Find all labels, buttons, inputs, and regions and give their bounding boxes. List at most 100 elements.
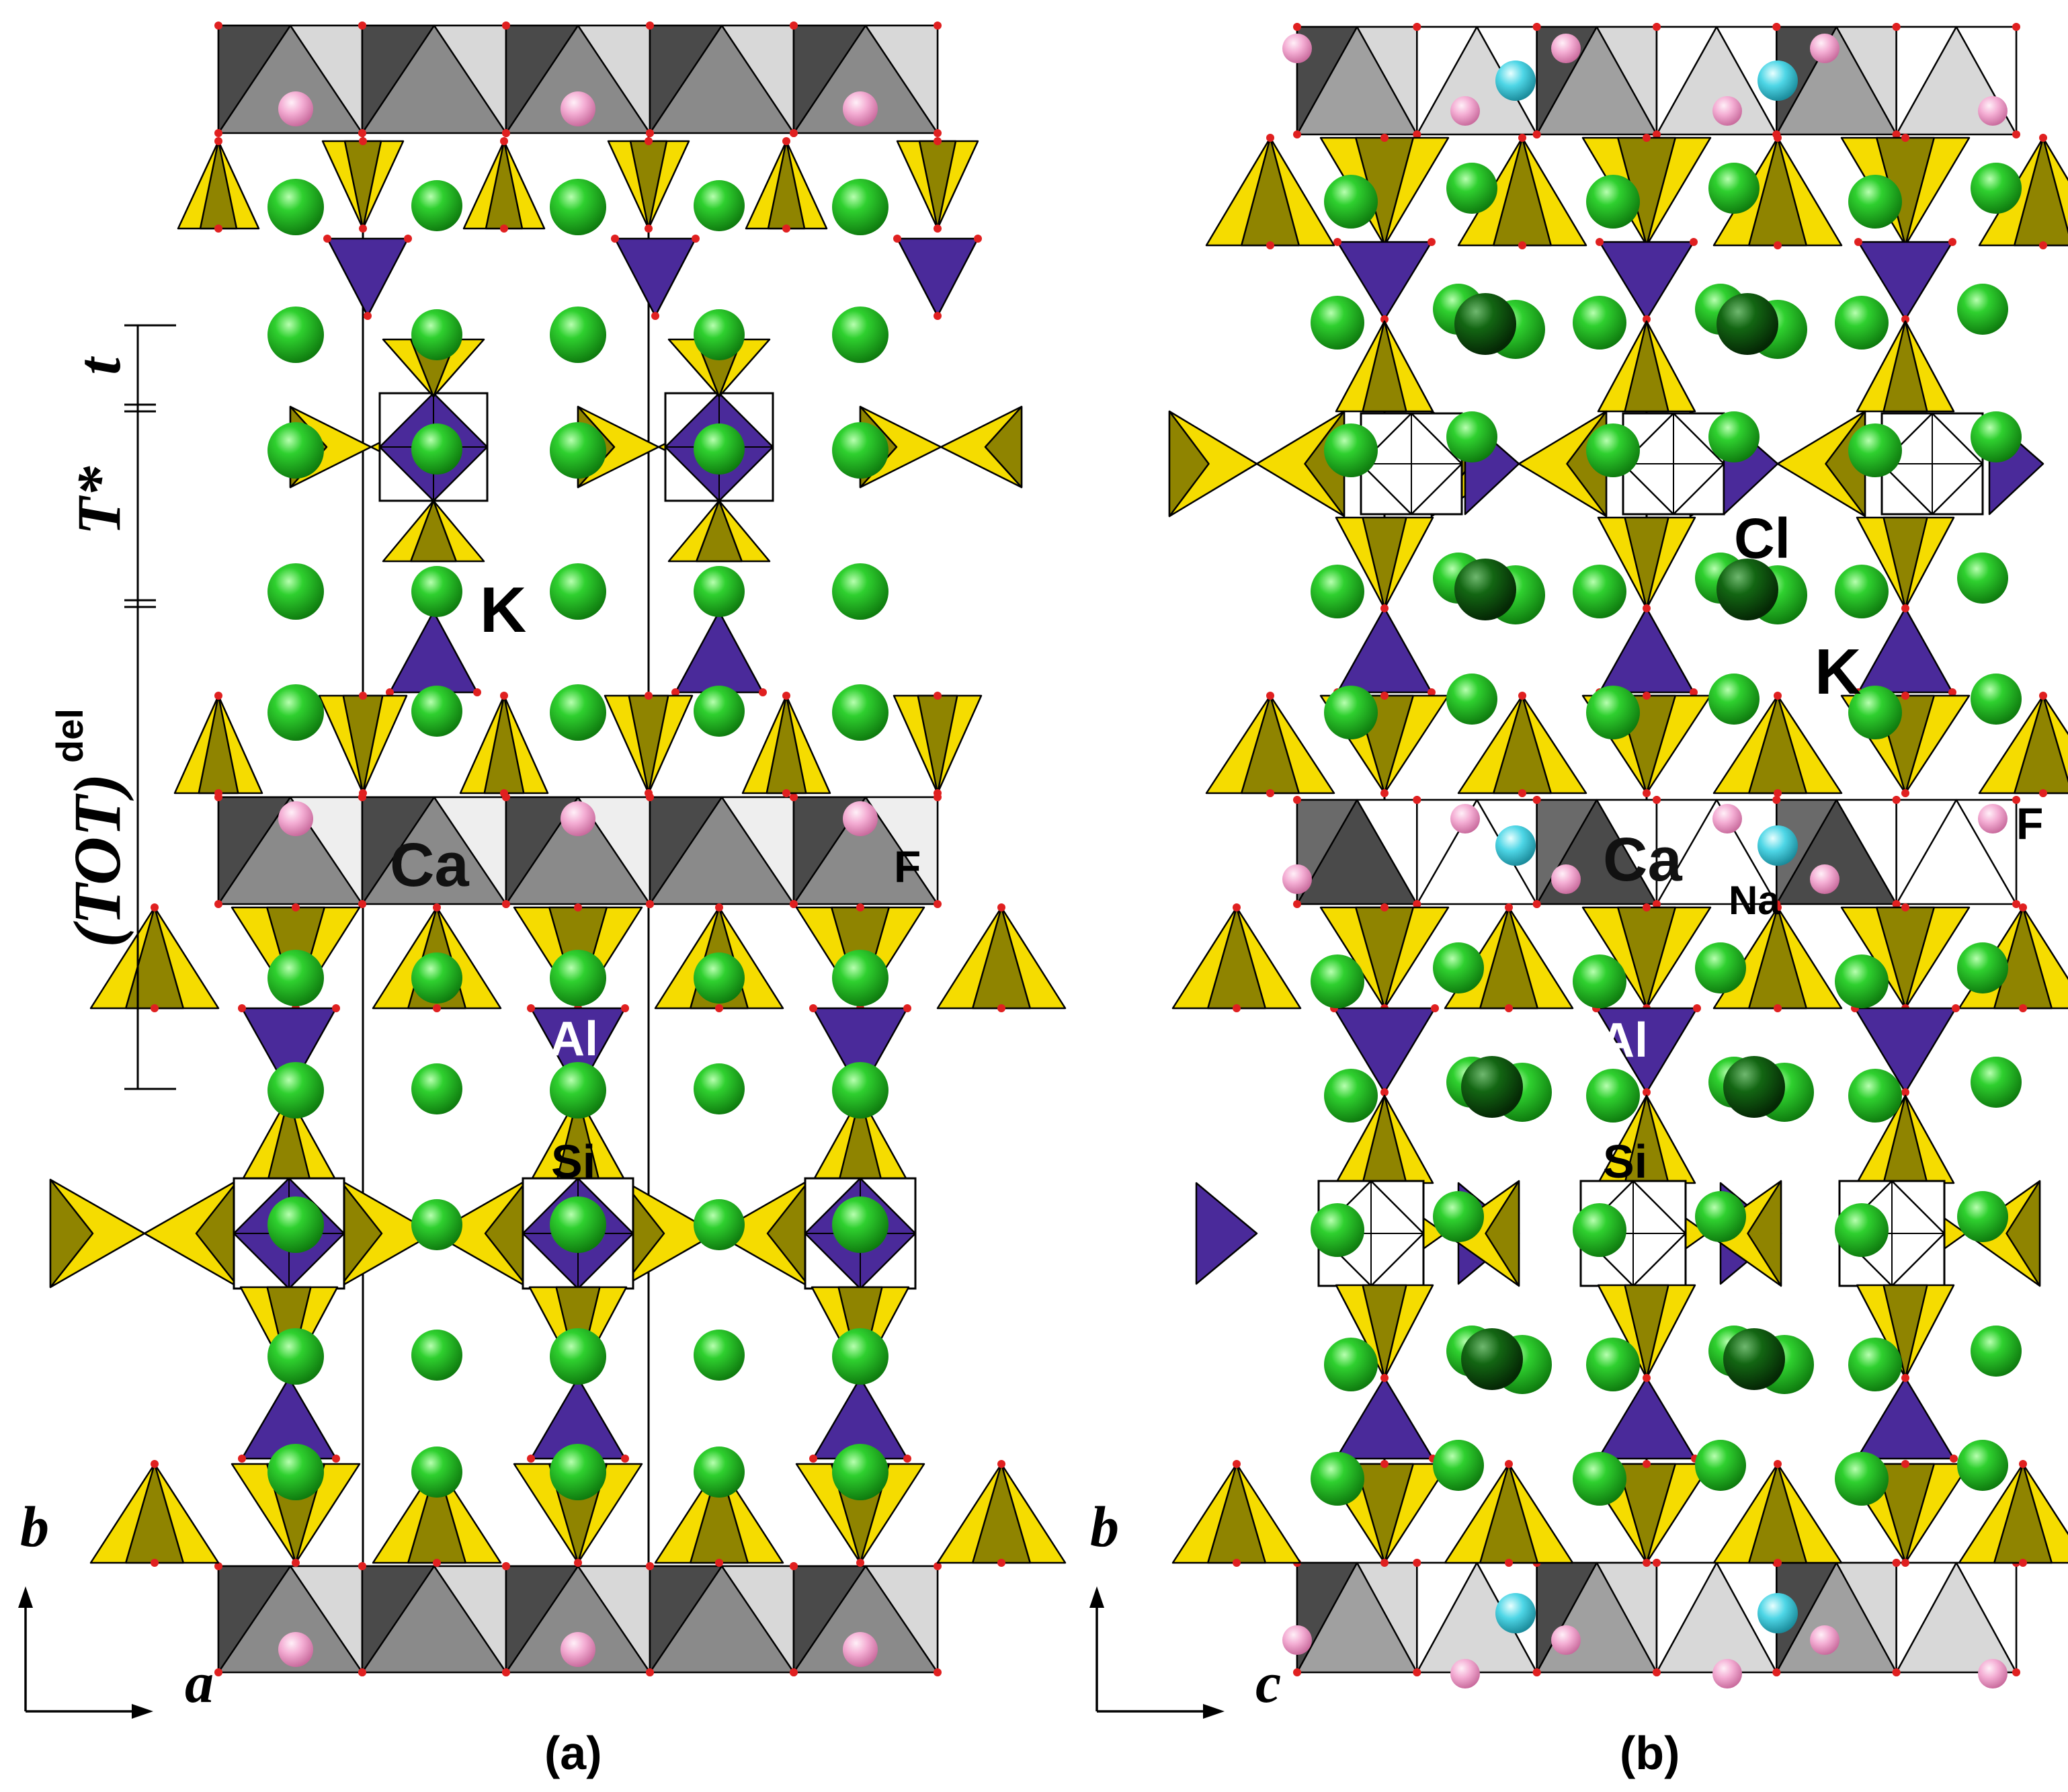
oxygen-atom <box>502 1668 510 1676</box>
oxygen-atom <box>809 1455 817 1463</box>
k-atom <box>1708 674 1760 725</box>
oxygen-atom <box>1948 688 1956 696</box>
oxygen-atom <box>645 789 653 797</box>
oxygen-atom <box>238 1455 246 1463</box>
octahedron <box>1895 799 1958 905</box>
oxygen-atom <box>1892 23 1901 31</box>
oxygen-atom <box>1505 1004 1513 1012</box>
oxygen-atom <box>1690 238 1698 246</box>
oxygen-atom <box>500 137 508 145</box>
oxygen-atom <box>645 137 653 145</box>
oxygen-atom <box>903 1004 911 1012</box>
k-atom <box>550 307 606 363</box>
oxygen-atom <box>645 225 653 233</box>
oxygen-atom <box>1596 238 1604 246</box>
octahedron <box>217 24 292 134</box>
oxygen-atom <box>934 137 942 145</box>
oxygen-atom <box>1266 789 1274 797</box>
octahedron <box>361 24 436 134</box>
si-tetrahedron <box>410 499 457 563</box>
oxygen-atom <box>1774 903 1782 911</box>
k-atom <box>550 950 606 1006</box>
oxygen-atom <box>1643 315 1651 323</box>
oxygen-atom <box>1892 796 1901 804</box>
k-atom <box>832 684 888 741</box>
k-atom <box>832 179 888 235</box>
k-atom <box>694 1447 745 1498</box>
oxygen-atom <box>1518 692 1526 700</box>
k-atom <box>411 423 462 475</box>
oxygen-atom <box>359 225 367 233</box>
oxygen-atom <box>2019 1004 2027 1012</box>
f-atom <box>561 91 595 126</box>
k-atom <box>1695 1440 1746 1491</box>
f-atom <box>278 801 313 836</box>
oxygen-atom <box>1774 1460 1782 1468</box>
k-atom <box>1848 423 1902 477</box>
oxygen-atom <box>934 692 942 700</box>
f-atom <box>1551 34 1581 63</box>
oxygen-atom <box>1380 134 1389 142</box>
oxygen-atom <box>1774 134 1782 142</box>
oxygen-atom <box>893 235 901 243</box>
k-atom <box>1446 163 1497 214</box>
oxygen-atom <box>2039 241 2047 249</box>
oxygen-atom <box>332 1004 340 1012</box>
si-tetrahedron <box>1624 1284 1669 1379</box>
octahedron <box>1296 799 1358 905</box>
si-tetrahedron <box>1168 410 1210 518</box>
oxygen-atom <box>1643 134 1651 142</box>
oxygen-atom <box>1532 796 1541 804</box>
oxygen-atom <box>782 137 790 145</box>
label-F-b: F <box>2016 799 2043 848</box>
k-atom <box>550 563 606 620</box>
si-tetrahedron <box>1883 320 1928 413</box>
oxygen-atom <box>790 900 798 908</box>
oxygen-atom <box>1413 1668 1421 1676</box>
f-atom <box>1810 34 1839 63</box>
al-tetrahedron <box>896 237 979 317</box>
oxygen-atom <box>1772 23 1781 31</box>
oxygen-atom <box>1772 1668 1781 1676</box>
al-tetrahedron <box>674 610 764 694</box>
oxygen-atom <box>1380 1460 1389 1468</box>
k-atom <box>1433 1440 1484 1491</box>
layer-label-t: t <box>65 356 133 375</box>
oxygen-atom <box>1518 241 1526 249</box>
al-tetrahedron <box>1598 607 1695 694</box>
k-atom <box>832 563 888 620</box>
oxygen-atom <box>1892 900 1901 908</box>
label-Ca-b: Ca <box>1603 825 1682 894</box>
oxygen-atom <box>1643 1374 1651 1382</box>
k-atom <box>1957 284 2008 335</box>
oxygen-atom <box>1774 1004 1782 1012</box>
oxygen-atom <box>1518 789 1526 797</box>
k-atom <box>267 179 324 235</box>
k-atom <box>1835 1203 1889 1257</box>
k-atom <box>1311 954 1364 1008</box>
oxygen-atom <box>2039 789 2047 797</box>
f-atom <box>278 91 313 126</box>
oxygen-atom <box>790 129 798 137</box>
oxygen-atom <box>1854 238 1862 246</box>
oxygen-atom <box>151 903 159 911</box>
f-atom <box>1810 1625 1839 1655</box>
axis-label-a: a <box>185 1650 214 1715</box>
oxygen-atom <box>1643 692 1651 700</box>
al-tetrahedron <box>1857 607 1954 694</box>
axes-a <box>18 1586 153 1719</box>
oxygen-atom <box>1774 692 1782 700</box>
oxygen-atom <box>359 137 367 145</box>
f-atom <box>843 1632 878 1667</box>
na-atom <box>1757 60 1798 101</box>
octahedron <box>505 24 579 134</box>
oxygen-atom <box>1653 130 1661 138</box>
al-tetrahedron <box>1335 1377 1434 1460</box>
k-atom <box>694 180 745 231</box>
f-atom <box>1551 864 1581 894</box>
octahedron <box>217 796 292 905</box>
f-atom <box>1450 96 1480 126</box>
k-atom <box>1324 1338 1378 1391</box>
oxygen-atom <box>1532 900 1541 908</box>
oxygen-atom <box>214 225 222 233</box>
